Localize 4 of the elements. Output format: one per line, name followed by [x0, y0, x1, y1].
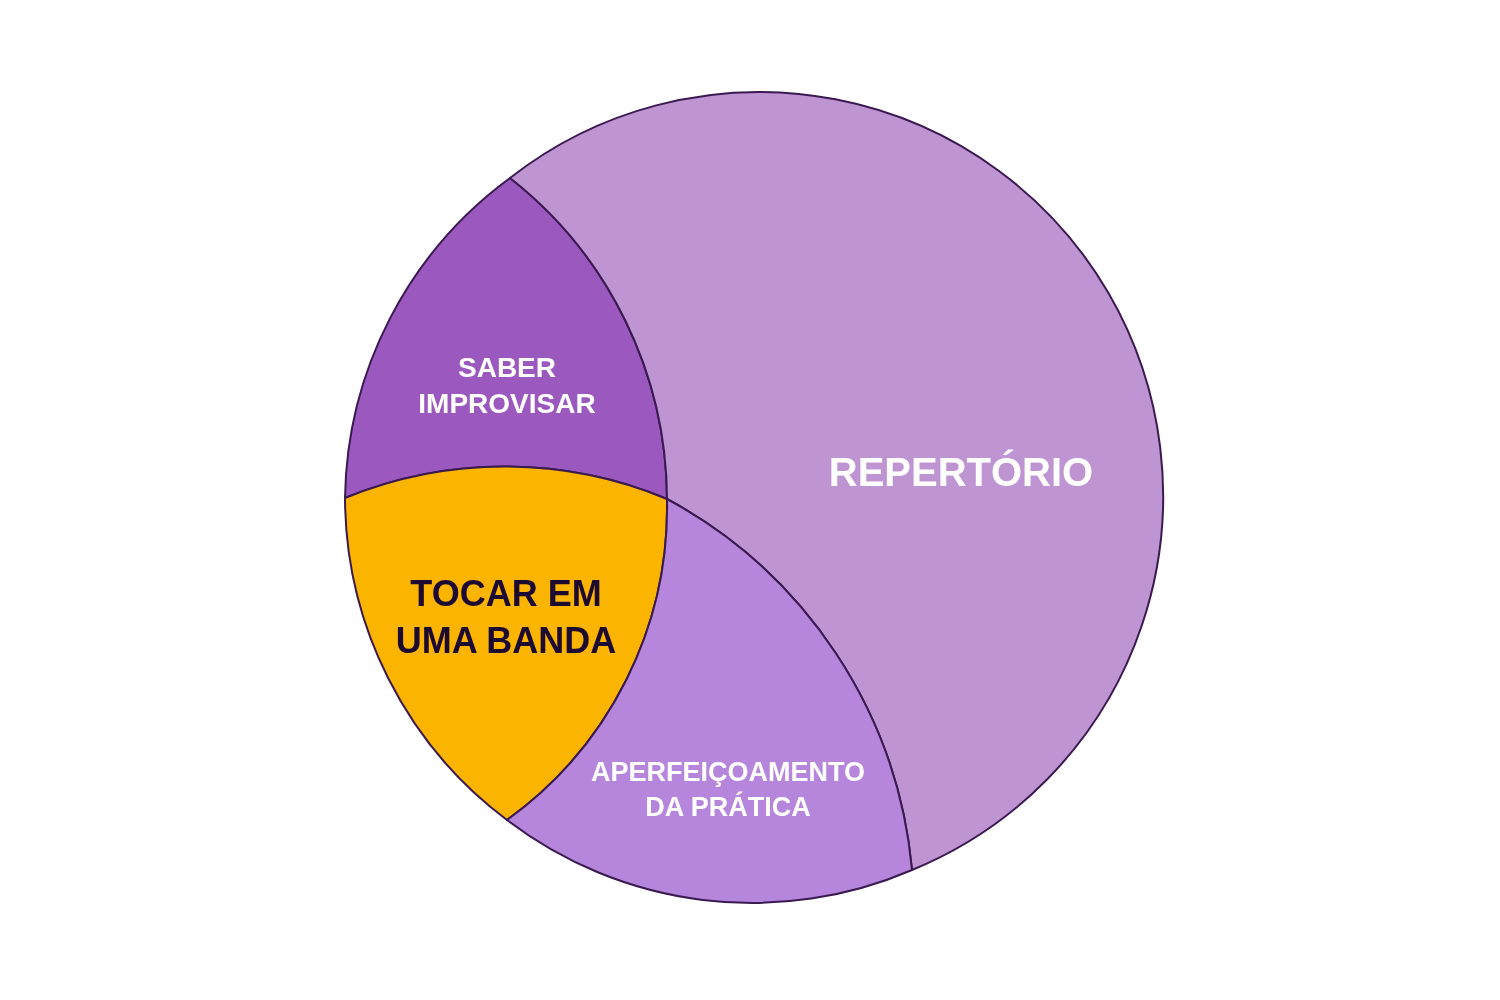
region-label: SABER IMPROVISAR: [417, 350, 597, 421]
region-label: APERFEIÇOAMENTO DA PRÁTICA: [590, 756, 866, 825]
region-label: REPERTÓRIO: [827, 448, 1095, 496]
region-label: TOCAR EM UMA BANDA: [394, 572, 618, 663]
